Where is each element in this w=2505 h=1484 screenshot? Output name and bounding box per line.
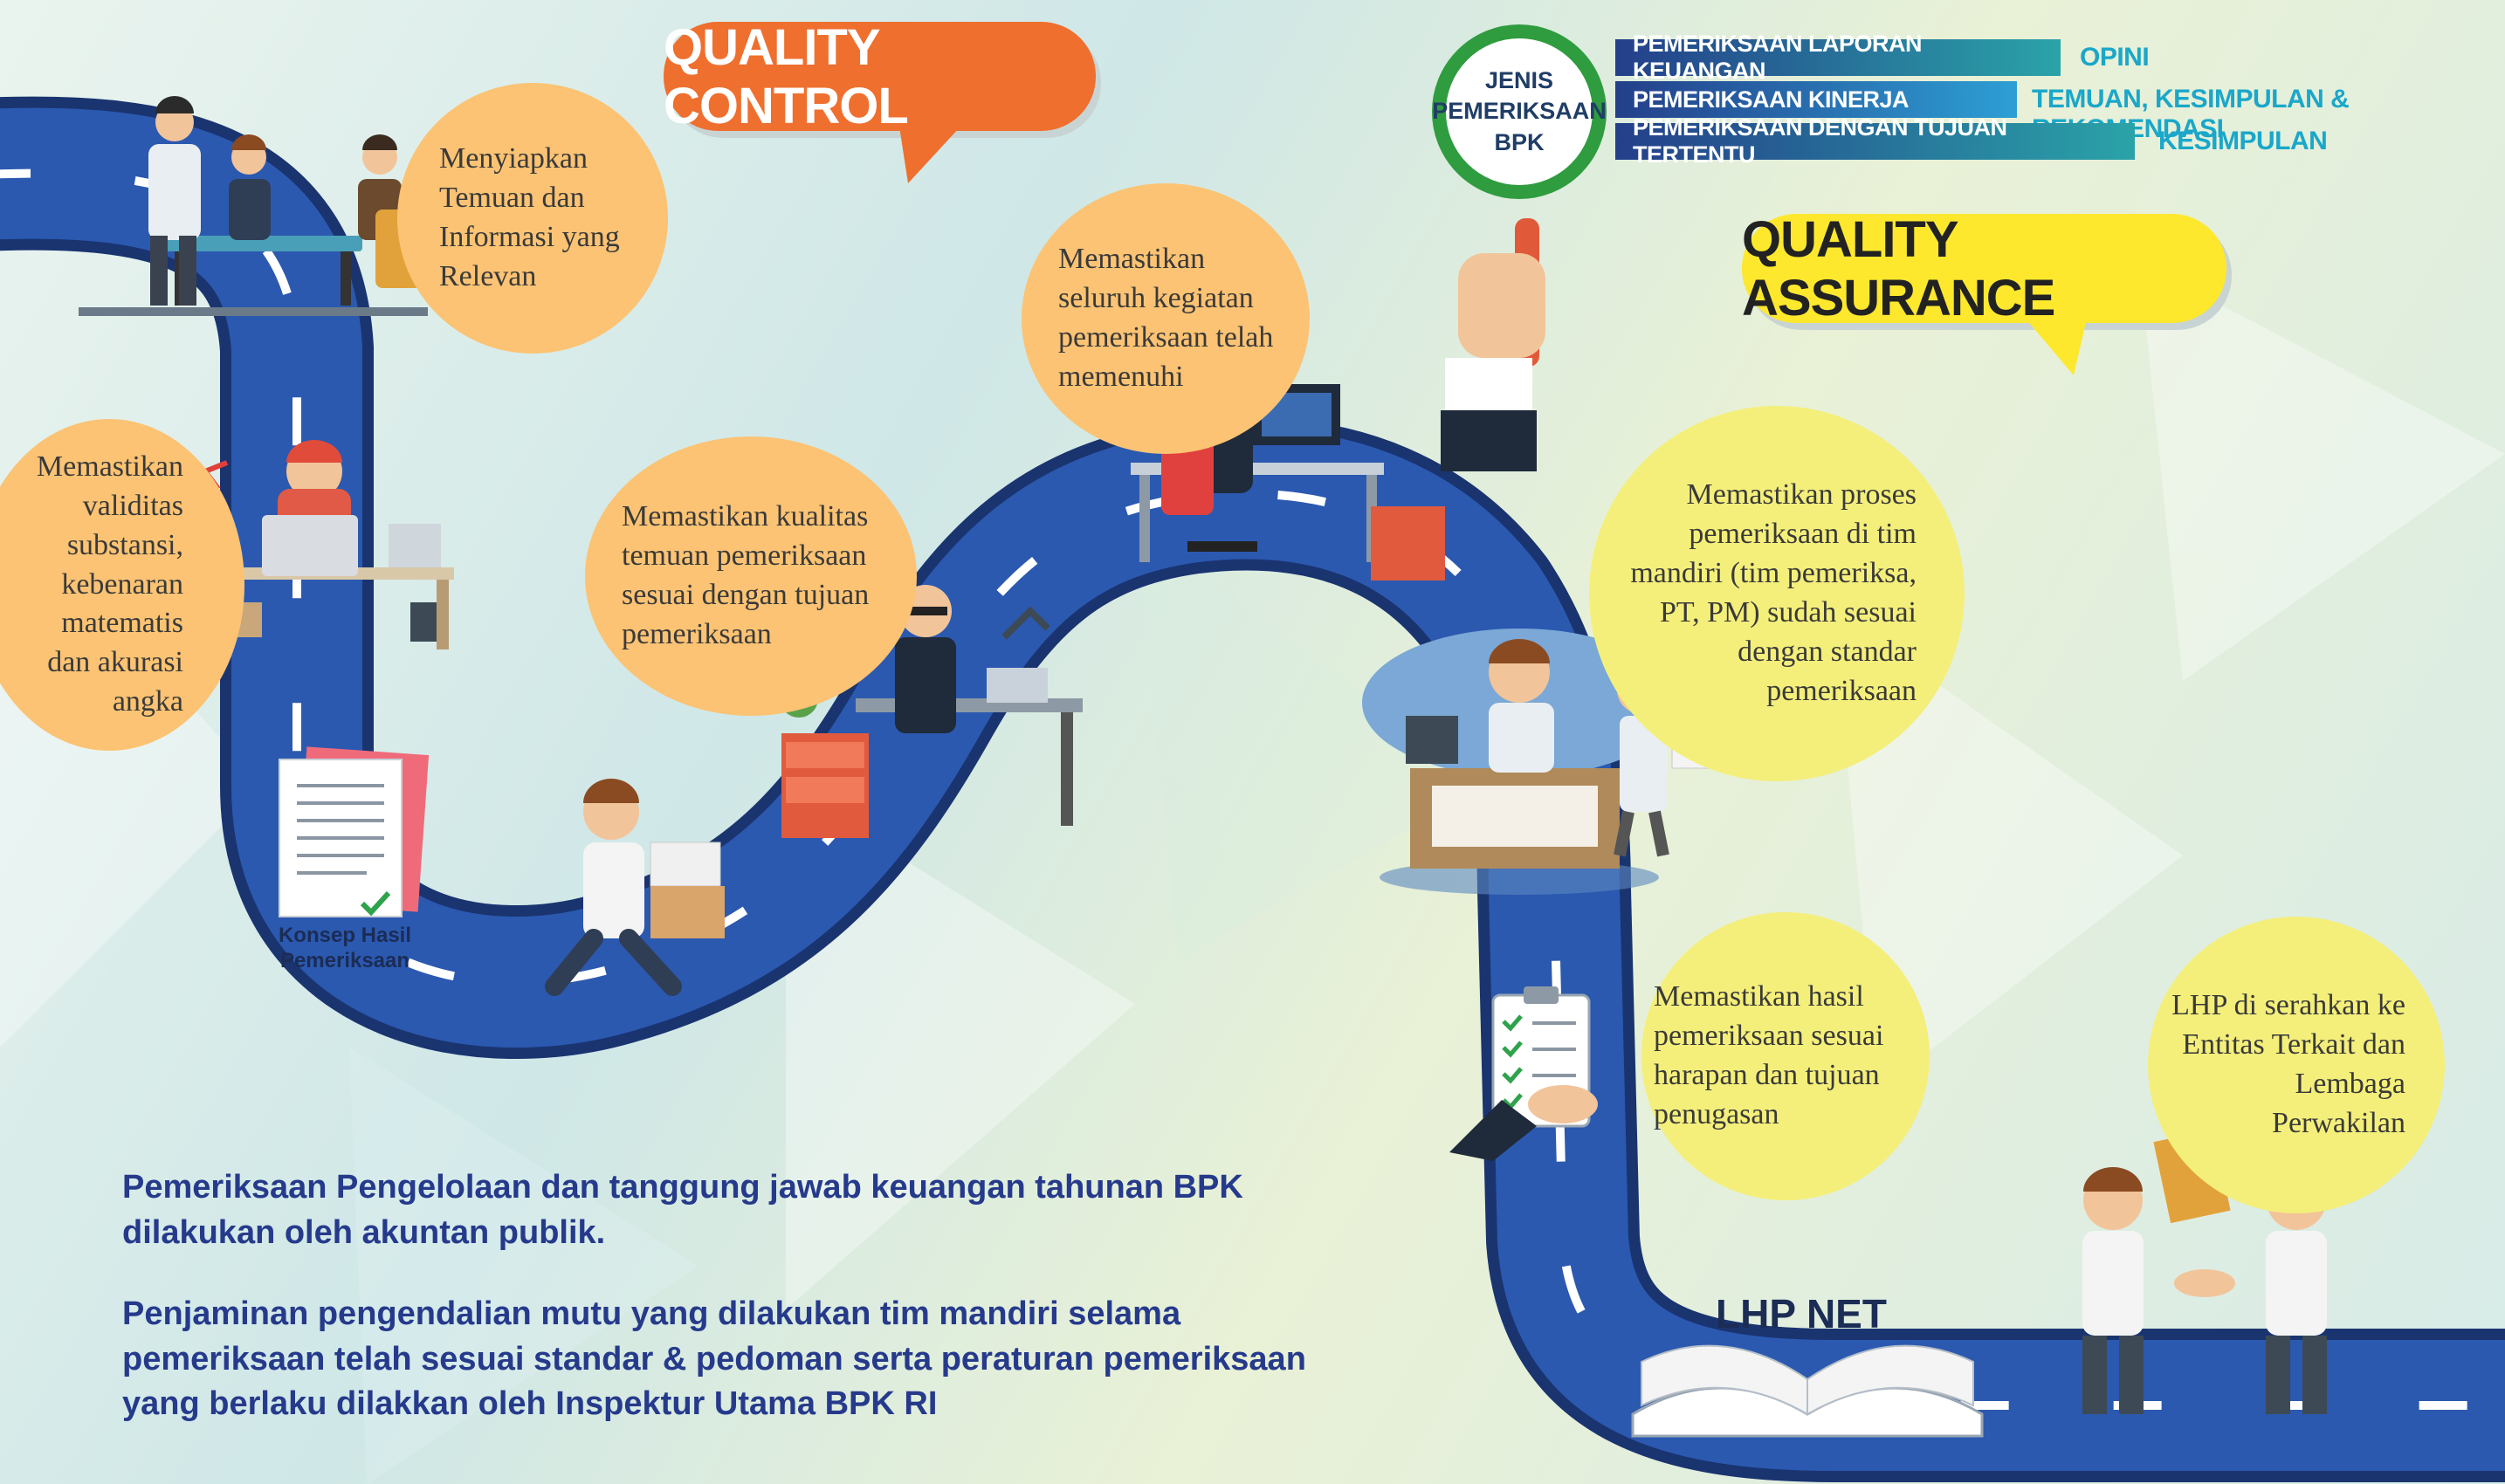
runner-with-boxes <box>545 779 725 996</box>
jenis-result-kesimpulan: KESIMPULAN <box>2158 127 2328 155</box>
quality-assurance-office <box>1362 629 1725 895</box>
background-triangles <box>0 262 2505 1484</box>
quality-assurance-tail <box>2026 319 2087 375</box>
step-validitas: Memastikan validitas substansi, kebenara… <box>0 419 244 751</box>
jenis-pemeriksaan-magnifier: JENIS PEMERIKSAAN BPK <box>1432 24 1607 199</box>
step-lhp-text: LHP di serahkan ke Entitas Terkait dan L… <box>2171 989 2405 1139</box>
description-paragraph-2: Penjaminan pengendalian mutu yang dilaku… <box>122 1295 1306 1423</box>
quality-control-label: QUALITY CONTROL <box>664 19 1096 134</box>
step-hasil: Memastikan hasil pemeriksaan sesuai hara… <box>1641 912 1930 1200</box>
jenis-result-opini: OPINI <box>2080 43 2150 72</box>
konsep-document <box>279 746 430 917</box>
jenis-row-tujuan-tertentu: PEMERIKSAAN DENGAN TUJUAN TERTENTU <box>1615 114 2135 168</box>
step-proses: Memastikan proses pemeriksaan di tim man… <box>1589 406 1965 781</box>
quality-assurance-label: QUALITY ASSURANCE <box>1742 211 2226 326</box>
konsep-hasil-caption: Konsep Hasil Pemeriksaan <box>278 924 412 972</box>
jenis-row-laporan-keuangan: PEMERIKSAAN LAPORAN KEUANGAN <box>1615 31 2061 84</box>
description-paragraph-1: Pemeriksaan Pengelolaan dan tanggung jaw… <box>122 1169 1243 1251</box>
step-menyiapkan: Menyiapkan Temuan dan Informasi yang Rel… <box>397 83 668 354</box>
step-kualitas: Memastikan kualitas temuan pemeriksaan s… <box>585 436 917 716</box>
step-menyiapkan-text: Menyiapkan Temuan dan Informasi yang Rel… <box>439 142 620 292</box>
step-seluruh: Memastikan seluruh kegiatan pemeriksaan … <box>1022 183 1310 454</box>
step-lhp: LHP di serahkan ke Entitas Terkait dan L… <box>2148 917 2445 1213</box>
jenis-row-kinerja: PEMERIKSAAN KINERJA <box>1615 81 2017 118</box>
quality-control-tail <box>899 127 960 183</box>
step-validitas-text: Memastikan validitas substansi, kebenara… <box>36 450 183 718</box>
step-proses-text: Memastikan proses pemeriksaan di tim man… <box>1630 478 1917 707</box>
magnifier-hand <box>1441 218 1545 471</box>
open-book <box>1631 1344 1984 1438</box>
step-seluruh-text: Memastikan seluruh kegiatan pemeriksaan … <box>1058 243 1274 393</box>
jenis-pemeriksaan-label: JENIS PEMERIKSAAN BPK <box>1432 67 1607 155</box>
step-hasil-text: Memastikan hasil pemeriksaan sesuai hara… <box>1654 980 1884 1130</box>
step-kualitas-text: Memastikan kualitas temuan pemeriksaan s… <box>622 500 870 650</box>
meeting-scene <box>79 96 428 316</box>
lhp-net-label: LHP NET <box>1716 1291 1887 1336</box>
clipboard-checklist <box>1449 986 1598 1161</box>
